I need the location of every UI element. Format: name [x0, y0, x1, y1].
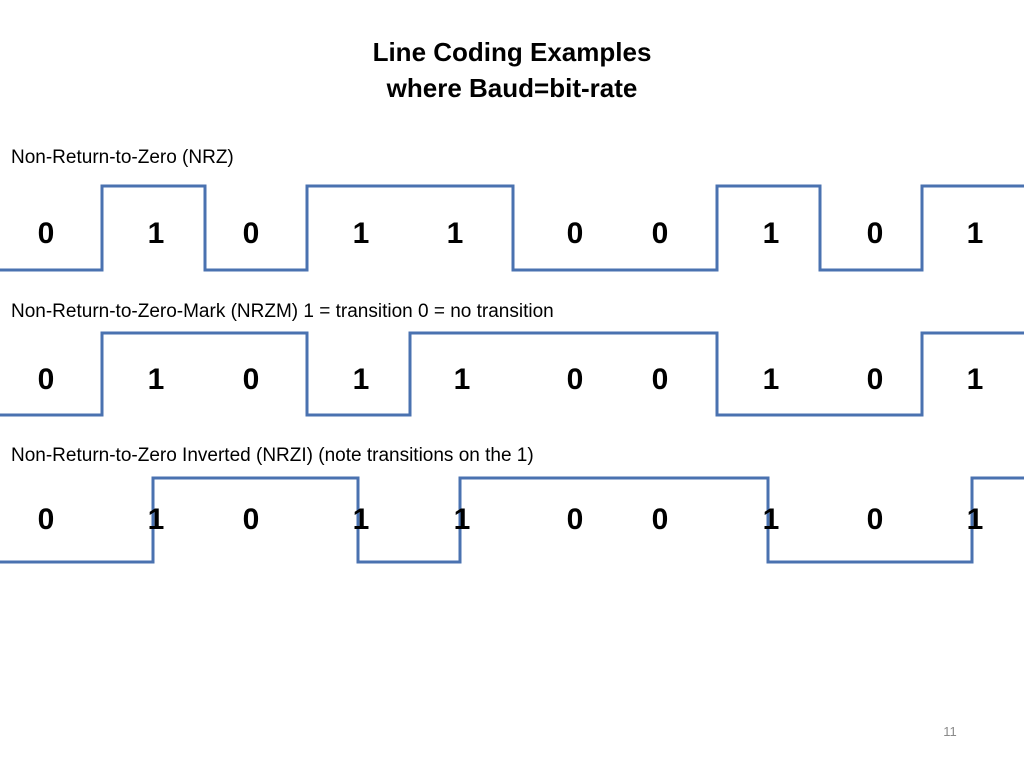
nrzi-bit-7: 1 — [763, 503, 780, 536]
nrzm-signal-line — [0, 331, 1024, 417]
nrzm-bit-2: 0 — [243, 363, 260, 396]
nrzi-label: Non-Return-to-Zero Inverted (NRZI) (note… — [11, 445, 534, 466]
nrzi-bit-5: 0 — [567, 503, 584, 536]
nrzm-bit-7: 1 — [763, 363, 780, 396]
nrzi-bit-3: 1 — [353, 503, 370, 536]
nrzi-bit-1: 1 — [148, 503, 165, 536]
nrzi-signal-line — [0, 476, 1024, 564]
nrz-bit-7: 1 — [763, 217, 780, 250]
title-line-1: Line Coding Examples — [372, 37, 652, 67]
nrz-bit-2: 0 — [243, 217, 260, 250]
nrzm-bit-5: 0 — [567, 363, 584, 396]
nrzi-bit-4: 1 — [454, 503, 471, 536]
nrz-label: Non-Return-to-Zero (NRZ) — [11, 147, 234, 168]
nrz-bit-1: 1 — [148, 217, 165, 250]
nrz-bit-0: 0 — [38, 217, 55, 250]
nrzm-bit-1: 1 — [148, 363, 165, 396]
nrzi-bit-6: 0 — [652, 503, 669, 536]
nrz-bit-3: 1 — [353, 217, 370, 250]
nrzi-bit-9: 1 — [967, 503, 984, 536]
page-number: 11 — [943, 724, 957, 739]
nrz-bit-6: 0 — [652, 217, 669, 250]
nrzm-bit-4: 1 — [454, 363, 471, 396]
nrz-bit-8: 0 — [867, 217, 884, 250]
title-line-2: where Baud=bit-rate — [386, 73, 638, 103]
nrzm-bit-9: 1 — [967, 363, 984, 396]
nrzi-bit-8: 0 — [867, 503, 884, 536]
nrzi-bit-2: 0 — [243, 503, 260, 536]
nrzm-bit-0: 0 — [38, 363, 55, 396]
nrzm-bit-8: 0 — [867, 363, 884, 396]
nrzm-bit-6: 0 — [652, 363, 669, 396]
nrz-bit-5: 0 — [567, 217, 584, 250]
nrzi-bit-0: 0 — [38, 503, 55, 536]
nrzm-label: Non-Return-to-Zero-Mark (NRZM) 1 = trans… — [11, 301, 554, 322]
nrz-bit-9: 1 — [967, 217, 984, 250]
nrz-bit-4: 1 — [447, 217, 464, 250]
slide-title: Line Coding Examples where Baud=bit-rate — [0, 34, 1024, 106]
nrzm-bit-3: 1 — [353, 363, 370, 396]
nrz-signal-line — [0, 184, 1024, 272]
